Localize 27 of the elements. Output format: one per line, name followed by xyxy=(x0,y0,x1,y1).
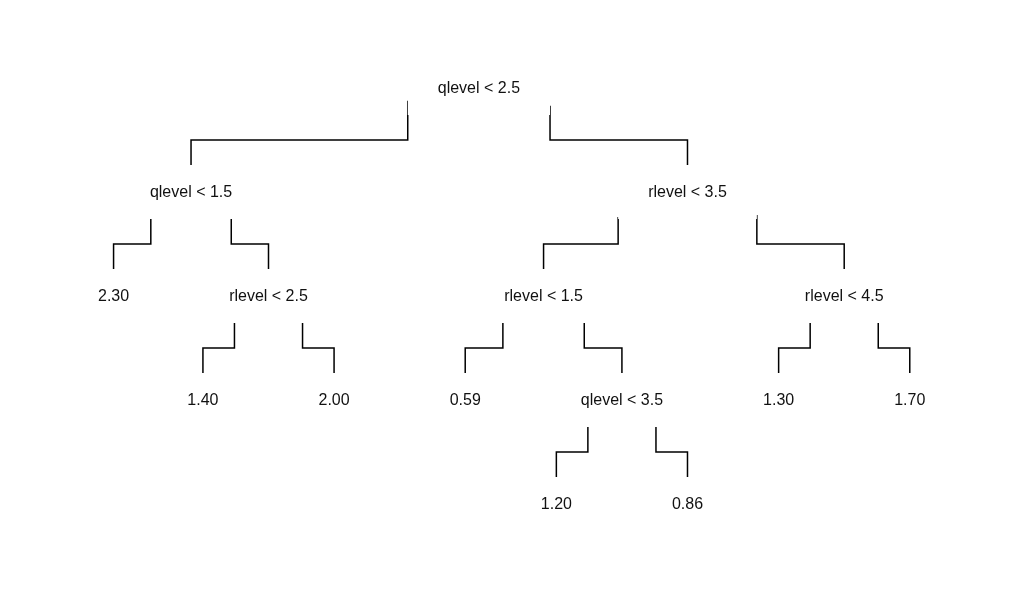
node-text: rlevel < 1.5 xyxy=(504,287,584,304)
connector xyxy=(583,322,623,374)
connector xyxy=(877,322,911,374)
node-text: 2.00 xyxy=(318,391,350,408)
node-text: rlevel < 3.5 xyxy=(648,183,728,200)
connector xyxy=(464,322,504,374)
node-text: qlevel < 3.5 xyxy=(581,391,664,408)
node-text: rlevel < 4.5 xyxy=(805,287,884,304)
connector xyxy=(655,426,689,478)
connector xyxy=(113,218,152,270)
node-text: qlevel < 2.5 xyxy=(438,79,521,96)
connector xyxy=(555,426,589,478)
node-text: 1.30 xyxy=(763,391,795,408)
connector xyxy=(756,214,846,270)
node-text: 1.70 xyxy=(894,391,926,408)
node-text: qlevel < 1.5 xyxy=(150,183,233,200)
node-text: 1.20 xyxy=(541,495,573,512)
node-text: 0.59 xyxy=(449,391,482,408)
connector xyxy=(778,322,812,374)
node-text: 2.30 xyxy=(98,287,130,304)
connector xyxy=(543,216,620,270)
node-text: 1.40 xyxy=(187,391,219,408)
connector xyxy=(302,322,336,374)
node-text: rlevel < 2.5 xyxy=(229,287,309,304)
connector xyxy=(202,322,236,374)
connector xyxy=(230,218,270,270)
node-text: 0.86 xyxy=(672,495,704,512)
